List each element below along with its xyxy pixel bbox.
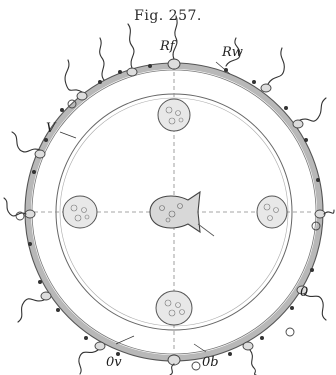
tentacle — [268, 48, 284, 84]
tentacle — [324, 210, 334, 214]
label-o: 0 — [300, 285, 308, 300]
tentacle — [18, 299, 44, 322]
tentacle — [300, 98, 326, 121]
tentacle — [128, 24, 134, 68]
gonad-bottom — [156, 291, 192, 325]
label-v: V — [46, 121, 57, 136]
gonad-left — [63, 196, 97, 228]
gonad-right — [257, 196, 287, 228]
tentacle — [65, 60, 82, 92]
manubrium — [150, 192, 214, 236]
gonad-top — [158, 99, 190, 131]
label-rw: Rw — [221, 45, 243, 60]
label-rf: Rf — [159, 39, 177, 54]
tentacle — [79, 350, 98, 374]
tentacle — [170, 364, 174, 375]
tentacle — [100, 38, 104, 80]
tentacle — [250, 350, 256, 375]
label-ov: 0v — [106, 355, 122, 370]
label-ob: 0b — [202, 355, 219, 370]
tentacle — [12, 132, 40, 152]
